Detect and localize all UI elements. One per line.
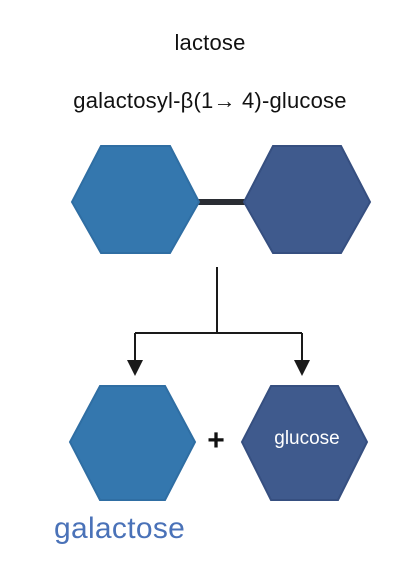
plus-sign: +: [207, 424, 225, 457]
diagram-subtitle: galactosyl-β(1→ 4)-glucose: [73, 88, 347, 113]
galactose-label: galactose: [54, 512, 186, 545]
glucose-hexagon: [240, 385, 369, 501]
diagram-title: lactose: [174, 30, 246, 55]
galactose-hexagon: [68, 385, 197, 501]
glycosidic-bond: [198, 199, 246, 205]
lactose-galactose-hexagon: [70, 145, 201, 254]
split-arrow-icon: [134, 267, 303, 362]
arrowhead-left-icon: [127, 360, 143, 376]
lactose-glucose-hexagon: [242, 145, 372, 254]
arrowhead-right-icon: [294, 360, 310, 376]
glucose-label: glucose: [274, 428, 340, 449]
